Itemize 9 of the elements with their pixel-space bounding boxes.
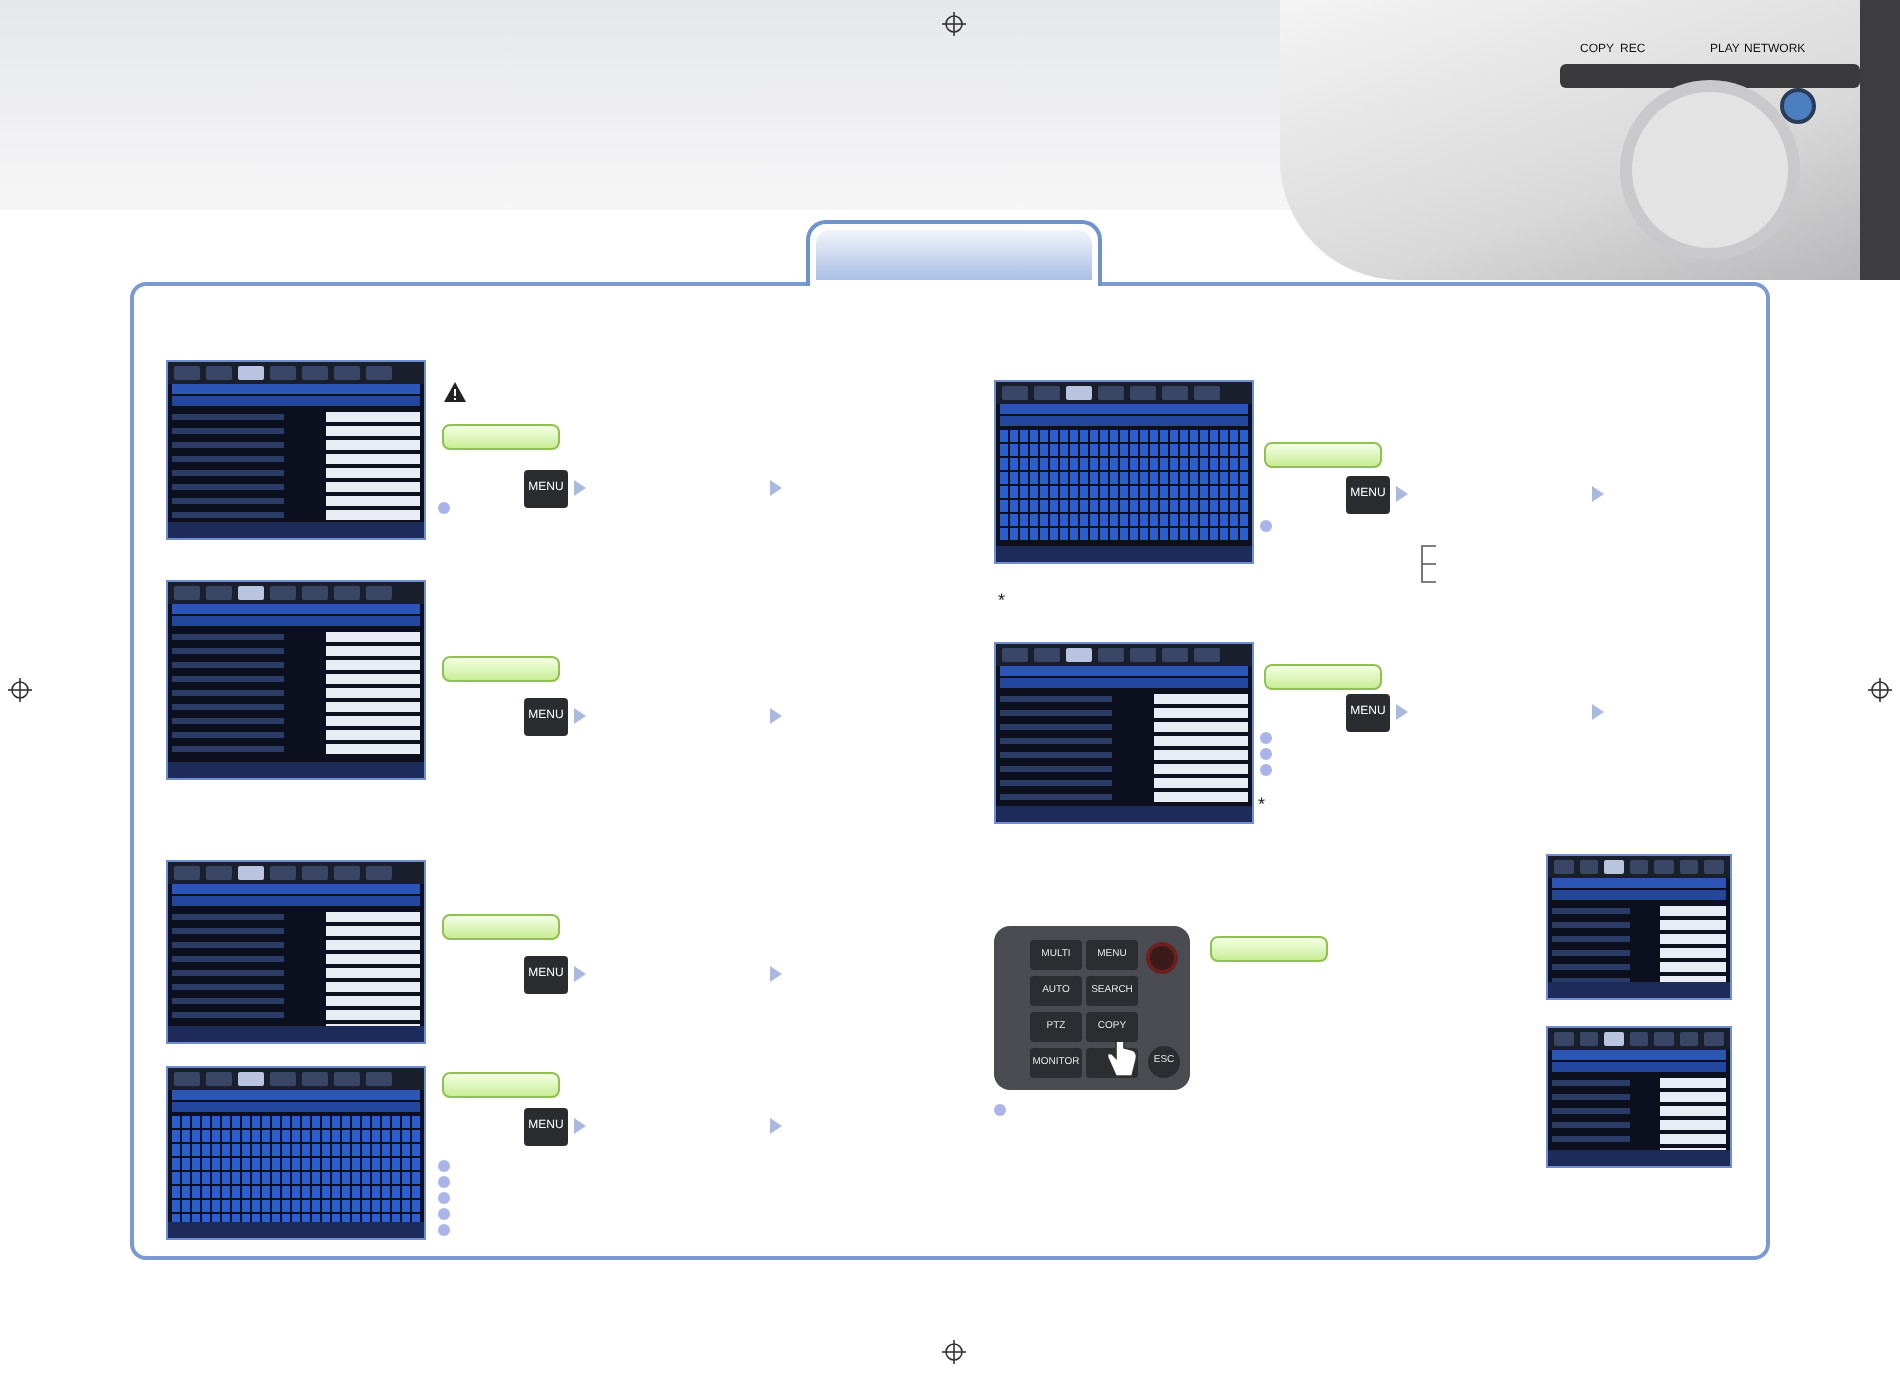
step-box [442, 1072, 560, 1098]
step-box [1210, 936, 1328, 962]
step-box [442, 656, 560, 682]
step-box [442, 914, 560, 940]
footnote-mark: * [998, 592, 1006, 610]
step-box [1264, 442, 1382, 468]
step-box [1264, 664, 1382, 690]
step-box [442, 424, 560, 450]
footnote-mark: * [1258, 796, 1266, 814]
